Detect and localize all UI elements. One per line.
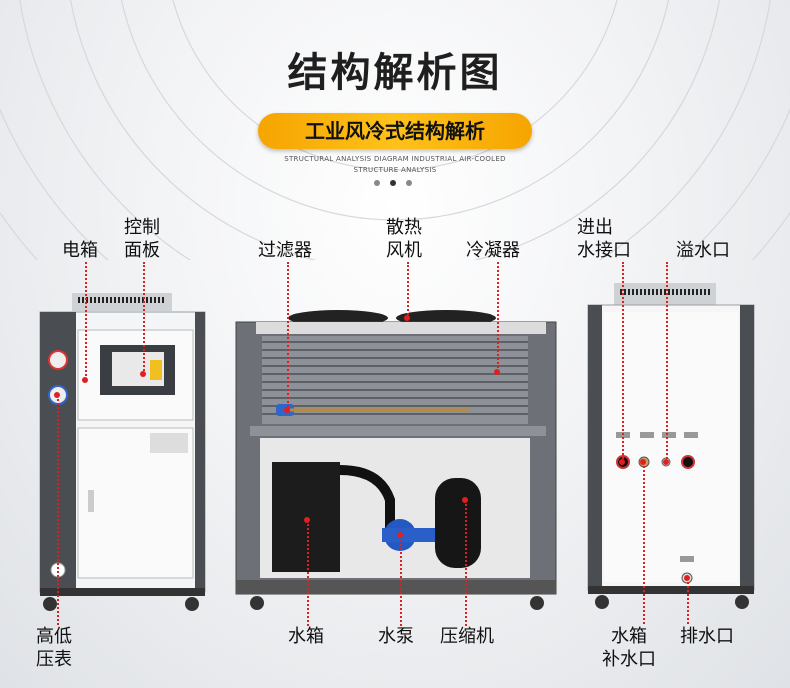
chiller-side-view <box>39 293 206 611</box>
section-badge: 工业风冷式结构解析 <box>258 113 532 149</box>
label-fan-line2: 风机 <box>386 240 422 261</box>
leader-water-tank <box>307 520 309 626</box>
subtitle-line-2: STRUCTURE ANALYSIS <box>353 166 437 174</box>
background-arcs <box>0 0 790 260</box>
label-electric-box: 电箱 <box>62 240 98 261</box>
leader-dot <box>304 517 310 523</box>
leader-dot <box>462 497 468 503</box>
chiller-rear-view <box>587 283 755 609</box>
leader-pressure-gauge <box>57 395 59 625</box>
label-drain: 排水口 <box>680 626 734 647</box>
leader-dot <box>619 459 625 465</box>
leader-filter <box>287 262 289 410</box>
leader-dot <box>397 532 403 538</box>
label-fan-line1: 散热 <box>386 217 422 238</box>
label-in-out-line2: 水接口 <box>577 240 631 261</box>
label-refill-line2: 补水口 <box>602 649 656 670</box>
leader-dot <box>684 575 690 581</box>
leader-water-pump <box>400 535 402 626</box>
leader-electric-box <box>85 262 87 380</box>
label-filter: 过滤器 <box>258 240 312 261</box>
english-subtitle: STRUCTURAL ANALYSIS DIAGRAM INDUSTRIAL A… <box>270 154 520 176</box>
label-condenser: 冷凝器 <box>466 240 520 261</box>
leader-compressor <box>465 500 467 626</box>
leader-dot <box>404 315 410 321</box>
leader-in-out <box>622 262 624 462</box>
carousel-dot-active <box>390 180 396 186</box>
label-control-panel-line1: 控制 <box>124 217 160 238</box>
leader-drain <box>687 578 689 624</box>
carousel-dot <box>374 180 380 186</box>
leader-dot <box>54 392 60 398</box>
label-control-panel-line2: 面板 <box>124 240 160 261</box>
carousel-dots <box>374 180 416 188</box>
subtitle-line-1: STRUCTURAL ANALYSIS DIAGRAM INDUSTRIAL A… <box>284 155 506 163</box>
label-in-out-line1: 进出 <box>577 217 613 238</box>
leader-fan <box>407 262 409 318</box>
carousel-dot <box>406 180 412 186</box>
leader-dot <box>494 369 500 375</box>
label-water-pump: 水泵 <box>378 626 414 647</box>
label-water-tank: 水箱 <box>288 626 324 647</box>
leader-refill <box>643 462 645 624</box>
label-refill-line1: 水箱 <box>611 626 647 647</box>
section-badge-text: 工业风冷式结构解析 <box>305 119 485 143</box>
label-compressor: 压缩机 <box>440 626 494 647</box>
chiller-open-view <box>235 310 557 610</box>
leader-dot <box>663 459 669 465</box>
leader-overflow <box>666 262 668 462</box>
label-pressure-gauge-line1: 高低 <box>36 626 72 647</box>
leader-dot <box>284 407 290 413</box>
label-overflow: 溢水口 <box>676 240 730 261</box>
leader-dot <box>82 377 88 383</box>
leader-dot <box>640 459 646 465</box>
label-pressure-gauge-line2: 压表 <box>36 649 72 670</box>
leader-control-panel <box>143 262 145 374</box>
leader-condenser <box>497 262 499 372</box>
page-title: 结构解析图 <box>287 50 503 96</box>
leader-dot <box>140 371 146 377</box>
